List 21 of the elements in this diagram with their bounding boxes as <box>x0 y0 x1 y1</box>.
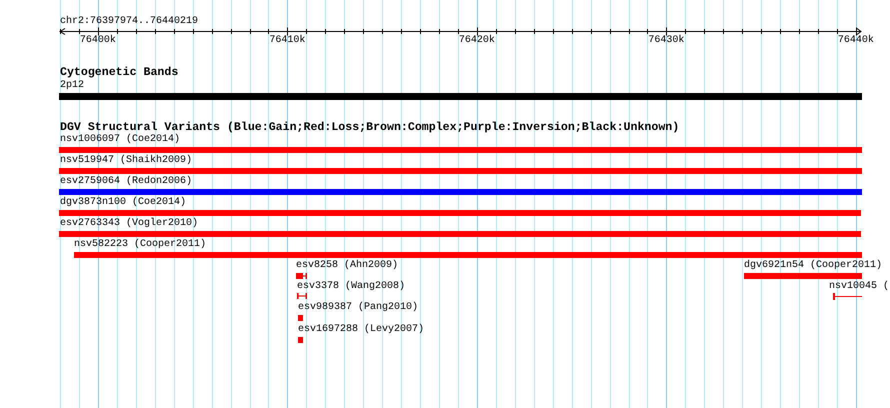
track-title: DGV Structural Variants (Blue:Gain;Red:Loss;Brown:Complex;Purple:Inversion;Black:Unknown) <box>60 122 680 134</box>
tick-label: 76420k <box>458 36 495 46</box>
locus-label: chr2:76397974..76440219 <box>60 17 198 27</box>
tick-label: 76440k <box>838 36 874 46</box>
feature-label: esv989387 (Pang2010) <box>298 303 418 313</box>
feature-label: esv2759064 (Redon2006) <box>60 177 192 187</box>
feature-label: esv8258 (Ahn2009) <box>296 261 398 271</box>
feature-label: dgv6921n54 (Cooper2011) <box>744 261 882 271</box>
track-title: Cytogenetic Bands <box>60 67 178 79</box>
feature-label: nsv582223 (Cooper2011) <box>74 240 206 250</box>
feature-label: dgv3873n100 (Coe2014) <box>60 198 186 208</box>
feature-label: 2p12 <box>60 81 84 91</box>
feature-label: nsv519947 (Shaikh2009) <box>60 156 192 166</box>
feature-label: nsv1006097 (Coe2014) <box>60 135 180 145</box>
tick-label: 76410k <box>269 36 306 46</box>
feature-label: nsv10045 ( <box>829 282 890 292</box>
feature-label: esv3378 (Wang2008) <box>297 282 406 292</box>
tick-label: 76430k <box>648 36 684 46</box>
feature-label: esv1697288 (Levy2007) <box>298 324 424 334</box>
tick-label: 76400k <box>80 36 116 46</box>
feature-label: esv2763343 (Vogler2010) <box>60 219 198 229</box>
